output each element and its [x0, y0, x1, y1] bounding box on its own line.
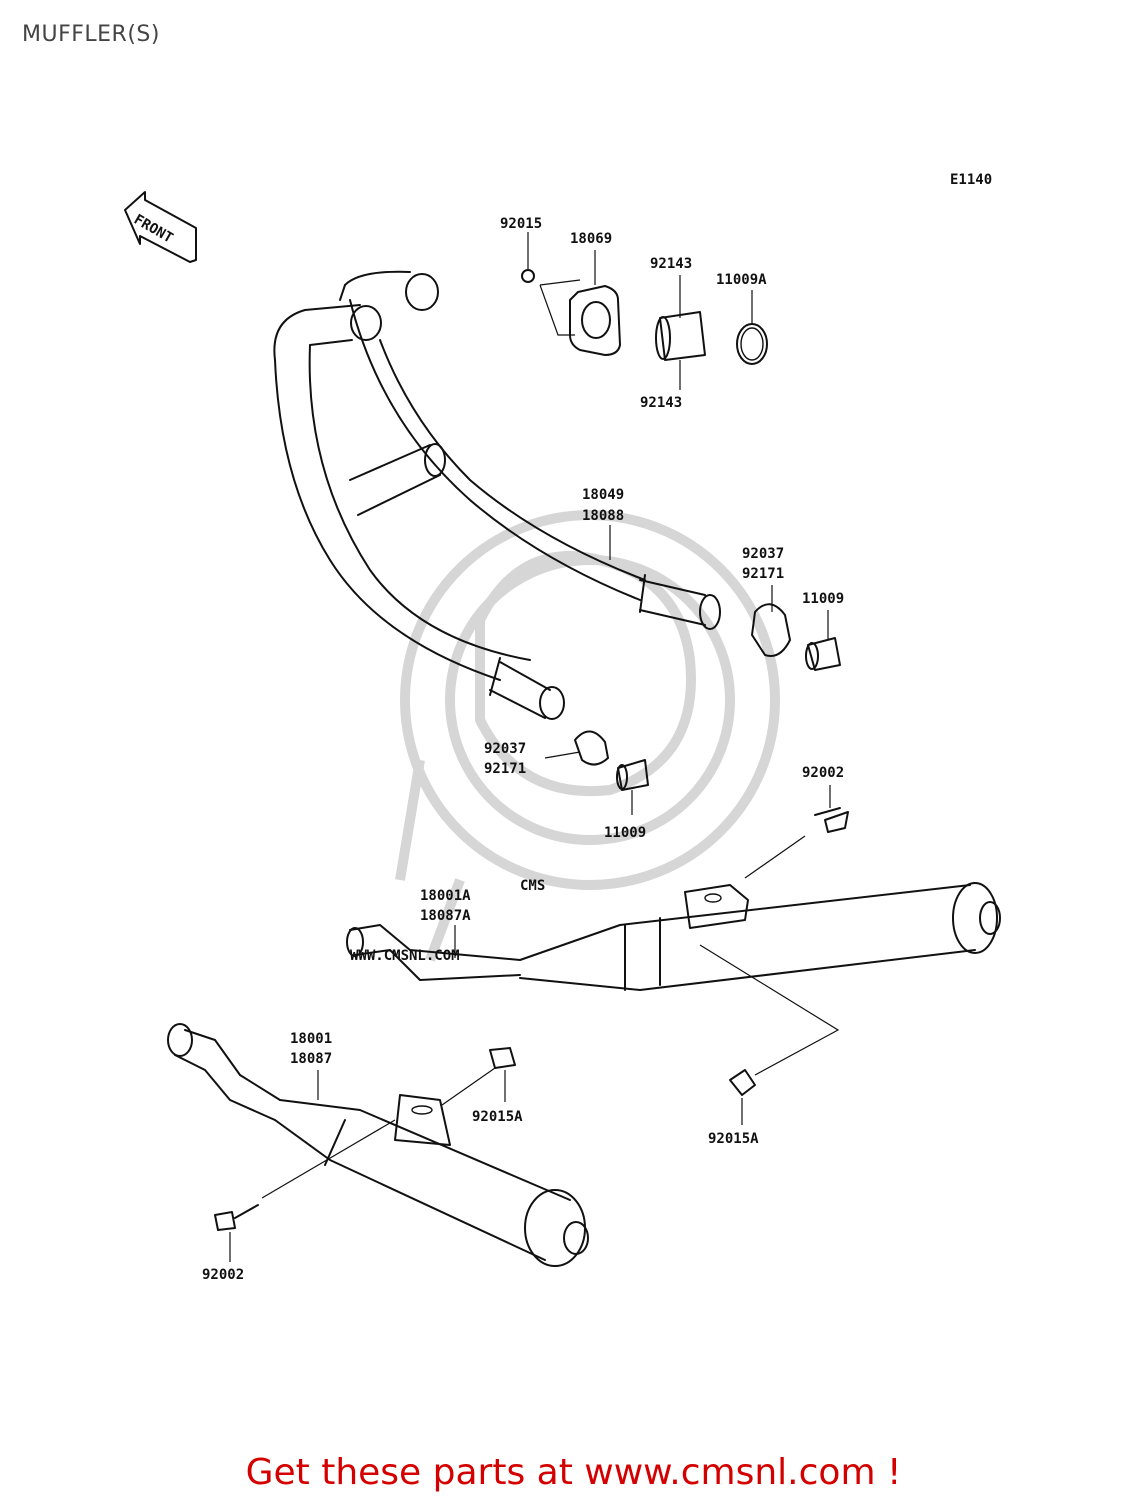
- callout-18001a: 18001A: [420, 888, 471, 904]
- callout-18001: 18001: [290, 1031, 332, 1047]
- callout-18088: 18088: [582, 508, 624, 524]
- watermark: CMS WWW.CMSNL.COM: [350, 510, 780, 964]
- callout-92015a-left: 92015A: [472, 1109, 523, 1125]
- leader-lines: [229, 232, 840, 1262]
- callout-92002-right: 92002: [802, 765, 844, 781]
- callout-92015a-right: 92015A: [708, 1131, 759, 1147]
- callout-18087a: 18087A: [420, 908, 471, 924]
- callout-11009a: 11009A: [716, 272, 767, 288]
- callout-92171-right: 92171: [742, 566, 784, 582]
- parts-diagram: CMS WWW.CMSNL.COM E1140 FRONT: [124, 172, 1001, 1283]
- callout-labels: 92015 18069 92143 11009A 92143 18049 180…: [202, 216, 844, 1283]
- callout-92143: 92143: [650, 256, 692, 272]
- callout-92143-lower: 92143: [640, 395, 682, 411]
- front-arrow-icon: FRONT: [124, 191, 197, 263]
- callout-92171-left: 92171: [484, 761, 526, 777]
- front-label: FRONT: [131, 212, 176, 247]
- callout-92002-left: 92002: [202, 1267, 244, 1283]
- callout-18087: 18087: [290, 1051, 332, 1067]
- footer-promo: Get these parts at www.cmsnl.com !: [0, 1452, 1147, 1493]
- right-muffler: [346, 807, 1001, 1096]
- watermark-url: WWW.CMSNL.COM: [350, 948, 460, 964]
- exhaust-pipe-assembly: [273, 270, 721, 720]
- page-title: MUFFLER(S): [22, 22, 160, 47]
- callout-18049: 18049: [582, 487, 624, 503]
- watermark-logo: CMS: [520, 878, 545, 894]
- callout-18069: 18069: [570, 231, 612, 247]
- callout-92037-left: 92037: [484, 741, 526, 757]
- footer-link[interactable]: Get these parts at www.cmsnl.com !: [245, 1452, 902, 1493]
- left-muffler: [167, 1023, 589, 1267]
- gasket-and-clamp-parts: [521, 269, 841, 791]
- callout-92037-right: 92037: [742, 546, 784, 562]
- callout-92015: 92015: [500, 216, 542, 232]
- callout-11009-right: 11009: [802, 591, 844, 607]
- callout-11009-left: 11009: [604, 825, 646, 841]
- diagram-code: E1140: [950, 172, 992, 188]
